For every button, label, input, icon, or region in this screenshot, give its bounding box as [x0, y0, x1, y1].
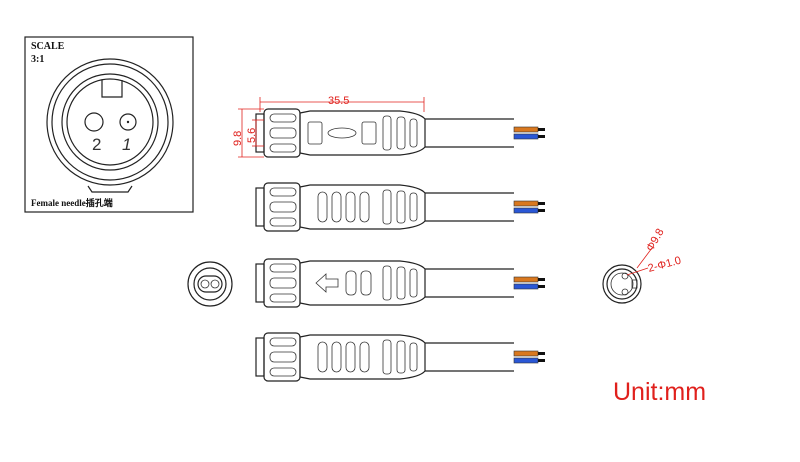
pin-label-2: 2 [92, 135, 101, 154]
scale-value: 3:1 [31, 54, 44, 65]
connector-side-view-1 [255, 108, 546, 158]
unit-label: Unit:mm [613, 378, 707, 406]
outer-diameter-dimension: 9.8 [232, 131, 244, 146]
connector-side-view-3 [255, 258, 546, 308]
connector-end-view-left [187, 261, 233, 307]
face-diameter-dimension: Φ9.8 [644, 227, 666, 254]
inner-diameter-dimension: 5.6 [246, 128, 258, 143]
dimension-lines: 35.5 9.8 5.6 [232, 95, 425, 158]
length-dimension: 35.5 [328, 95, 349, 107]
connector-side-view-2 [255, 182, 546, 232]
scale-label: SCALE [31, 41, 65, 52]
detail-view: SCALE 3:1 2 1 Female needle插孔端 [24, 36, 194, 213]
pin-hole-dimension: 2-Φ1.0 [647, 255, 683, 275]
pin-label-1: 1 [122, 135, 131, 154]
connector-side-view-4 [255, 332, 546, 382]
connector-end-view-right: Φ9.8 2-Φ1.0 [602, 227, 683, 304]
detail-caption: Female needle插孔端 [31, 197, 113, 208]
